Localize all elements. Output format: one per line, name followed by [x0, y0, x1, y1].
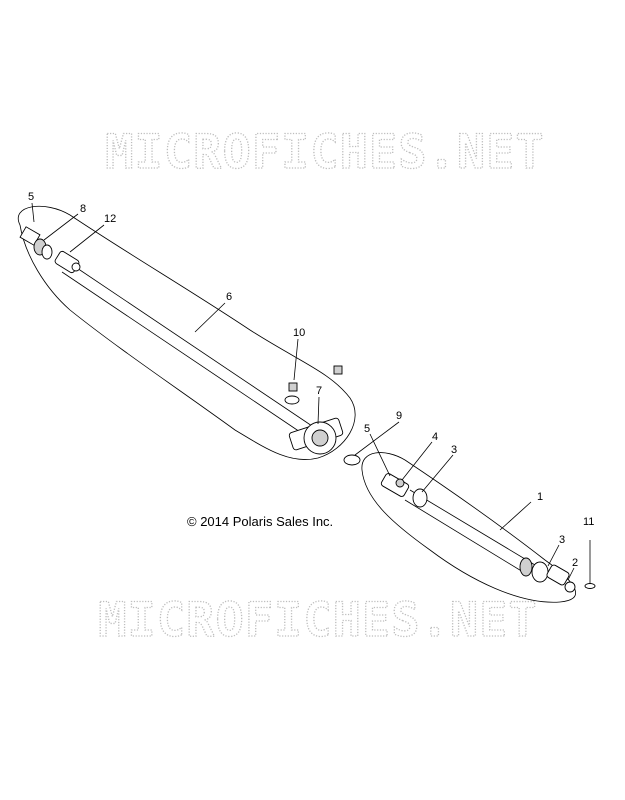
rear-shaft-yoke-front [412, 488, 428, 508]
callout-5-lower: 5 [364, 423, 370, 435]
callout-12: 12 [104, 213, 116, 225]
callout-10: 10 [293, 327, 305, 339]
center-bearing-inner [311, 429, 329, 447]
rear-shaft-group-outline [361, 452, 576, 603]
callout-9: 9 [396, 410, 402, 422]
rear-prop-shaft-group [361, 452, 596, 603]
callout-8: 8 [80, 203, 86, 215]
bearing-washer [284, 395, 300, 405]
front-prop-shaft-group [17, 205, 361, 466]
callout-7: 7 [316, 385, 322, 397]
copyright-notice: © 2014 Polaris Sales Inc. [187, 514, 333, 529]
rear-shaft-u-joint-rear [546, 564, 570, 586]
callout-4: 4 [432, 431, 438, 443]
rear-shaft-ring [531, 561, 549, 583]
front-shaft-tube-lower [61, 271, 313, 441]
watermark-bottom: MICROFICHES.NET [98, 593, 537, 648]
callout-6: 6 [226, 291, 232, 303]
rear-shaft-tube-lower [404, 499, 529, 576]
callout-2: 2 [572, 557, 578, 569]
front-shaft-u-joint-cap [71, 262, 81, 272]
bearing-bolt-2 [333, 365, 343, 375]
front-shaft-tube-upper [67, 261, 319, 431]
leader-lines [31, 202, 575, 581]
pin-11-head [584, 583, 596, 589]
callout-1: 1 [537, 491, 543, 503]
callout-3-lower: 3 [559, 534, 565, 546]
callout-5-upper: 5 [28, 191, 34, 203]
front-shaft-group-outline [17, 205, 356, 460]
watermark-top: MICROFICHES.NET [105, 125, 544, 180]
callout-3-upper: 3 [451, 444, 457, 456]
rear-shaft-cap-front [395, 478, 405, 488]
rear-shaft-seal [519, 557, 533, 577]
bearing-bolt-1 [288, 382, 298, 392]
washer-9 [343, 454, 361, 466]
rear-shaft-tube-upper [409, 489, 536, 566]
rear-shaft-end-cap [564, 581, 576, 593]
front-shaft-seal-ring-2 [41, 244, 53, 260]
callout-11: 11 [583, 516, 594, 528]
